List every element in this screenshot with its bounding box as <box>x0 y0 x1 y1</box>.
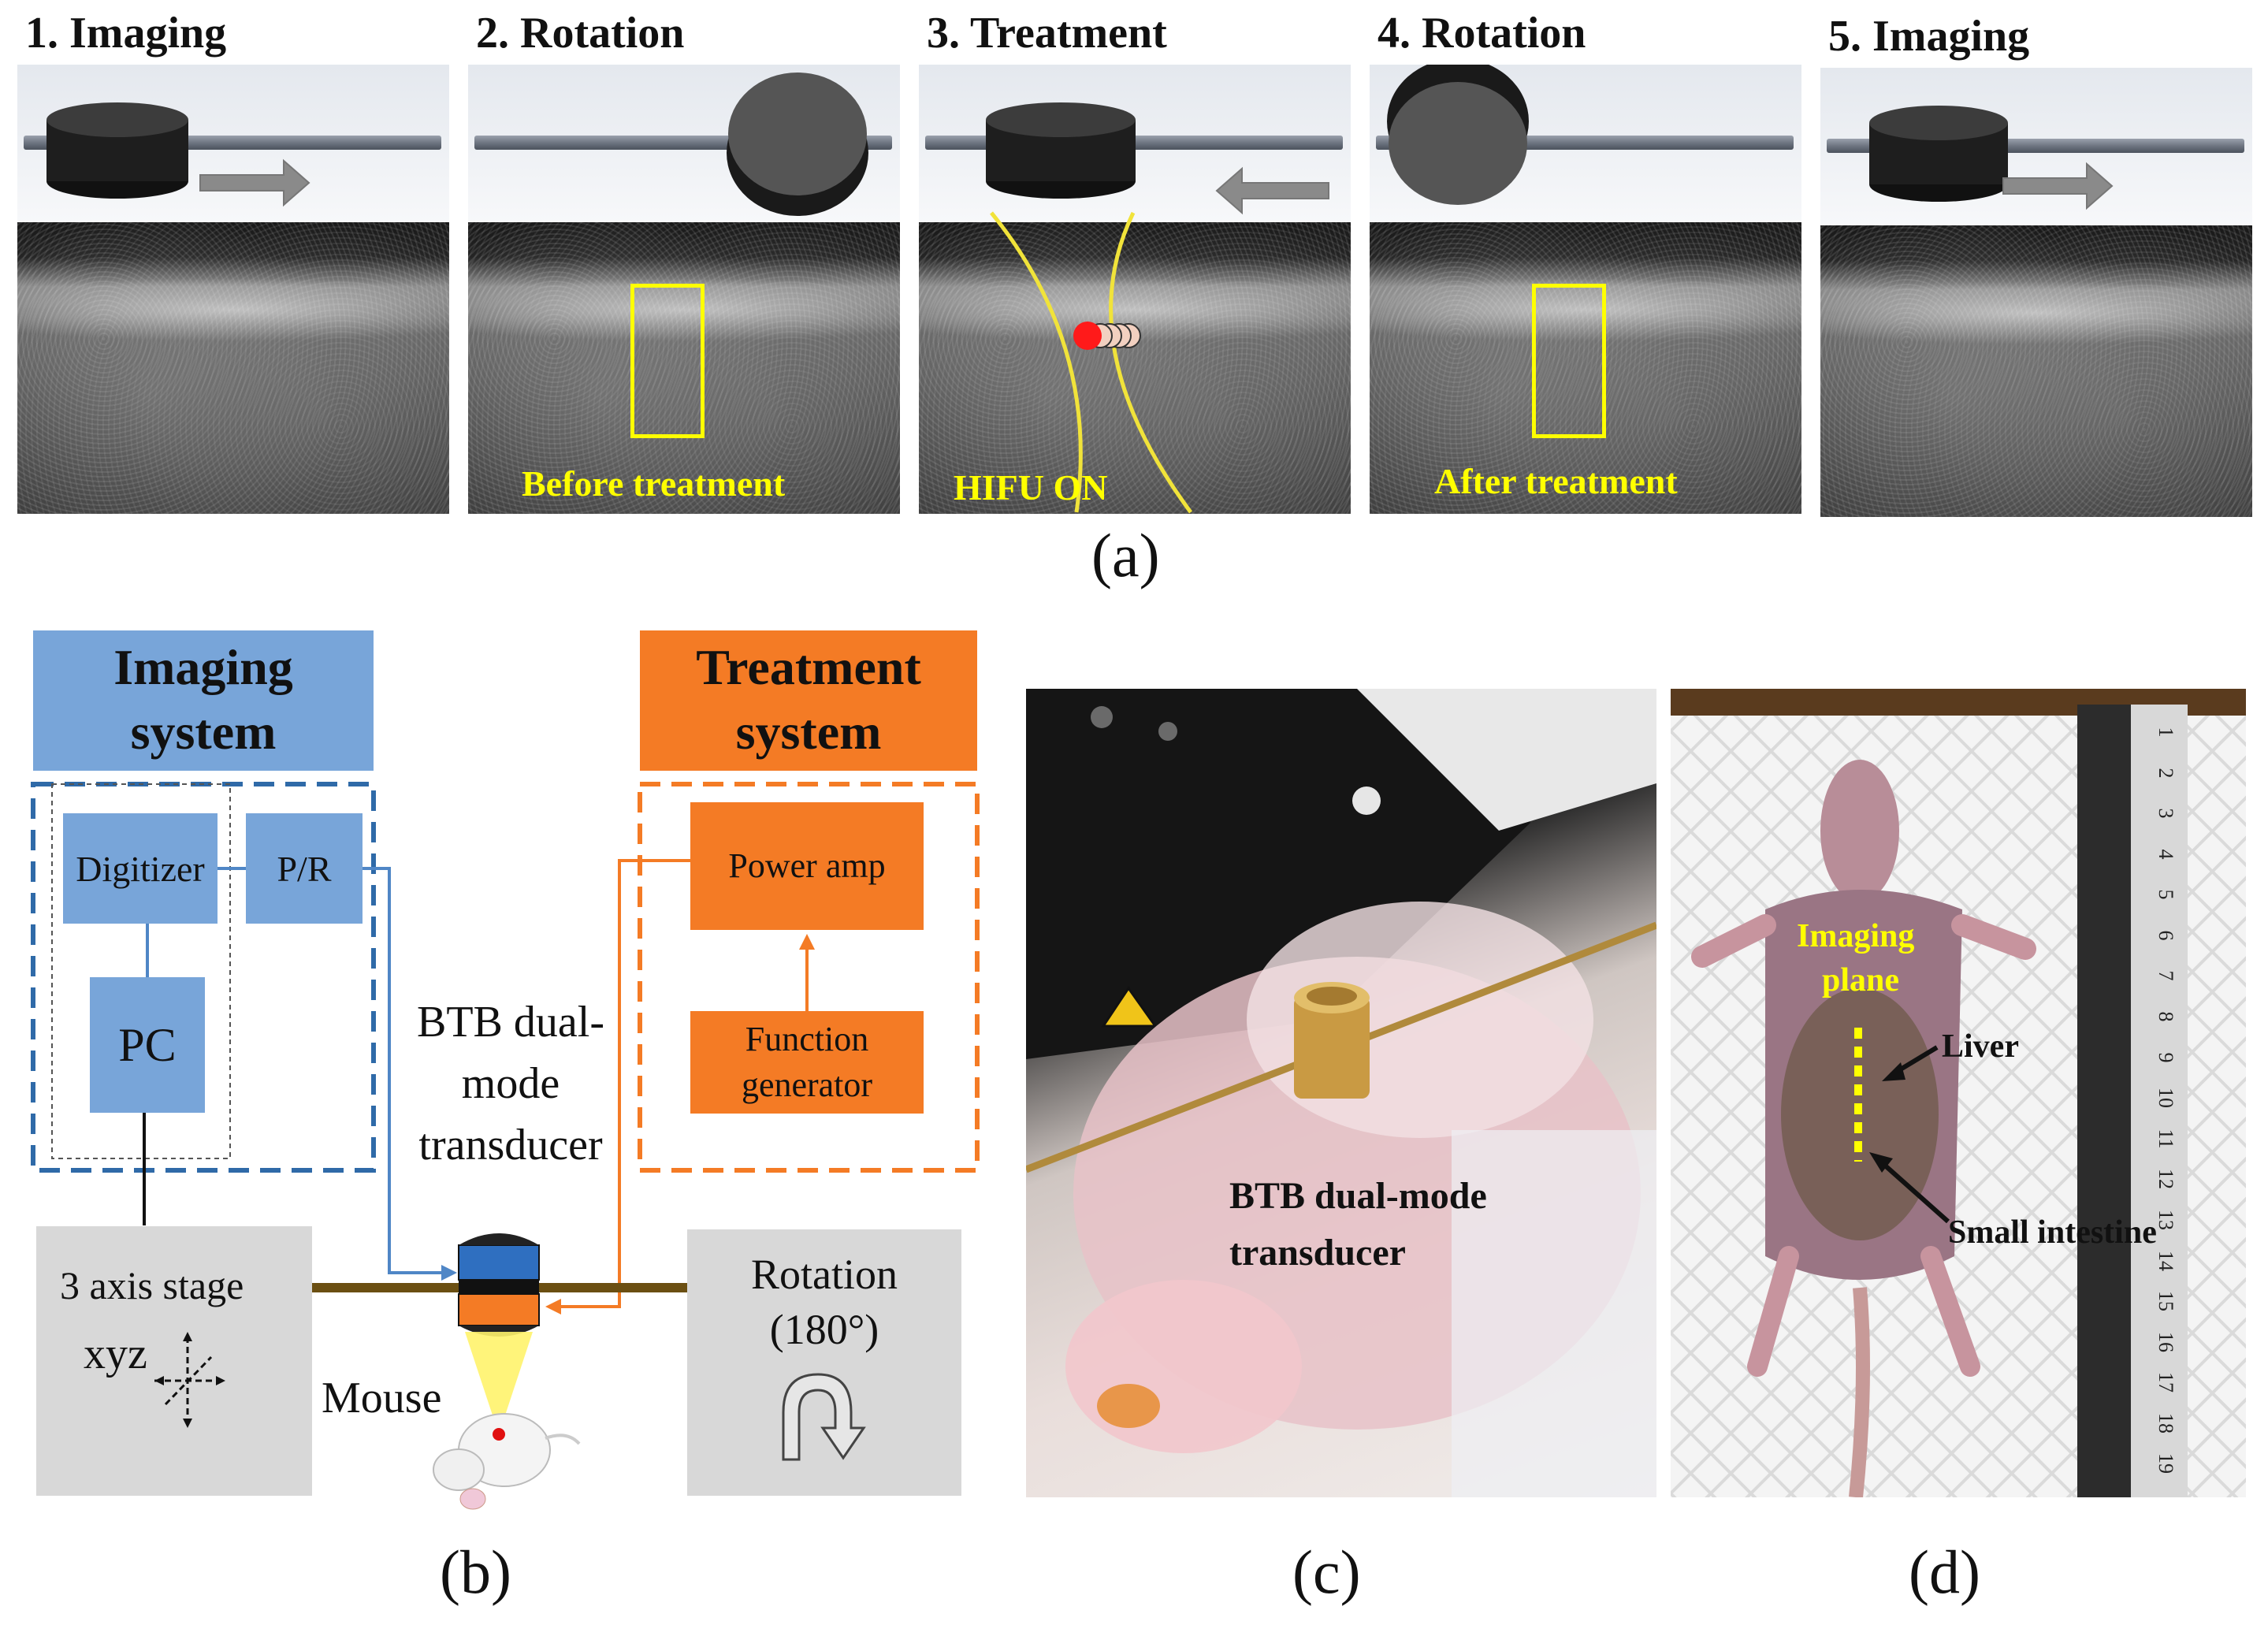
digitizer-box: Digitizer <box>63 813 218 924</box>
cad-render <box>1370 65 1801 222</box>
panel-a-label: (a) <box>1091 521 1160 589</box>
step-5-panel <box>1820 68 2252 517</box>
step-4-panel: After treatment <box>1370 65 1801 514</box>
imaging-plane-label-line2: plane <box>1822 962 1900 998</box>
ruler-mark: 9 <box>2155 1052 2177 1063</box>
step-3-title: 3. Treatment <box>927 9 1167 58</box>
rotation-angle-label: (180°) <box>769 1306 879 1353</box>
ruler-mark: 10 <box>2155 1088 2177 1109</box>
power-amp-box: Power amp <box>690 802 924 930</box>
xyz-axes-icon <box>154 1332 225 1428</box>
ruler-mark: 15 <box>2155 1291 2177 1312</box>
setup-photo-drawing <box>1026 689 1656 1497</box>
rotation-label: Rotation <box>751 1251 898 1298</box>
treatment-system-header: Treatment system <box>640 630 977 771</box>
liver-label: Liver <box>1942 1028 2019 1065</box>
cad-render <box>17 65 449 222</box>
ultrasound-image: HIFU ON <box>919 211 1351 514</box>
after-treatment-label: After treatment <box>1434 461 1678 501</box>
step-4-title: 4. Rotation <box>1378 9 1586 58</box>
cad-render <box>468 65 900 222</box>
imaging-system-title-line1: Imaging <box>113 639 293 695</box>
mouse-photo-drawing <box>1671 689 2246 1497</box>
panel-c-label: (c) <box>1292 1538 1361 1606</box>
transducer-disk-rotated-view <box>727 73 868 216</box>
ruler-mark: 6 <box>2155 930 2177 941</box>
step-3-panel: HIFU ON <box>919 65 1351 514</box>
pc-box: PC <box>90 977 205 1113</box>
imaging-system-header: Imaging system <box>33 630 374 771</box>
ultrasound-image <box>17 222 449 514</box>
small-intestine-label: Small intestine <box>1948 1214 2157 1251</box>
ruler-mark: 2 <box>2155 768 2177 779</box>
step-1-title: 1. Imaging <box>25 9 227 58</box>
function-generator-line2: generator <box>741 1065 873 1104</box>
roi-box <box>1532 284 1606 438</box>
ultrasound-image <box>1820 225 2252 517</box>
ultrasound-image: Before treatment <box>468 222 900 514</box>
experiment-setup-photo: BTB dual-mode transducer <box>1026 689 1656 1497</box>
transducer-disk-side-view <box>46 102 310 207</box>
ruler-mark: 19 <box>2155 1453 2177 1474</box>
transducer-label-line1: BTB dual- <box>417 998 604 1047</box>
treatment-system-title-line1: Treatment <box>696 639 921 695</box>
ruler-mark: 8 <box>2155 1011 2177 1022</box>
ruler-mark: 7 <box>2155 970 2177 981</box>
move-right-arrow <box>199 158 310 207</box>
step-2-panel: Before treatment <box>468 65 900 514</box>
move-left-arrow <box>1215 166 1329 215</box>
step-2-title: 2. Rotation <box>476 9 685 58</box>
stage-label: 3 axis stage <box>60 1263 244 1307</box>
transducer-photo-label-line1: BTB dual-mode <box>1229 1175 1487 1217</box>
imaging-plane-label-line1: Imaging <box>1797 918 1915 954</box>
ruler-mark: 18 <box>2155 1412 2177 1433</box>
hifu-on-label: HIFU ON <box>954 467 1108 508</box>
hifu-focus-overlay <box>990 211 1193 514</box>
step-1-panel <box>17 65 449 514</box>
ruler-mark: 1 <box>2155 727 2177 738</box>
transducer-label: BTB dual- mode transducer <box>392 991 629 1176</box>
rotation-box: Rotation (180°) <box>687 1229 961 1496</box>
transducer-label-line2: mode <box>461 1059 560 1108</box>
transducer-disk-side-view <box>986 102 1329 215</box>
ruler-mark: 13 <box>2155 1209 2177 1230</box>
ruler-mark: 4 <box>2155 849 2177 860</box>
transducer-disk-side-view <box>1869 106 2114 210</box>
pulser-receiver-box: P/R <box>246 813 363 924</box>
transducer-photo-label-line2: transducer <box>1229 1232 1406 1274</box>
transducer-label-line3: transducer <box>418 1121 603 1169</box>
roi-box <box>630 284 705 438</box>
mouse-label: Mouse <box>322 1374 442 1422</box>
ultrasound-image: After treatment <box>1370 222 1801 514</box>
three-axis-stage-box: 3 axis stage xyz <box>36 1226 312 1496</box>
move-right-arrow <box>2002 162 2114 210</box>
panel-b-label: (b) <box>440 1538 511 1606</box>
before-treatment-label: Before treatment <box>522 463 786 504</box>
system-diagram-lines <box>31 782 980 1510</box>
xyz-label: xyz <box>84 1329 147 1378</box>
panel-d-label: (d) <box>1909 1538 1980 1606</box>
cad-render <box>919 65 1351 222</box>
ruler-mark: 12 <box>2155 1169 2177 1190</box>
ruler-mark: 5 <box>2155 889 2177 900</box>
ruler-mark: 3 <box>2155 808 2177 819</box>
ruler-mark: 17 <box>2155 1372 2177 1393</box>
ruler-mark: 16 <box>2155 1331 2177 1352</box>
function-generator-box: Function generator <box>690 1011 924 1114</box>
step-5-title: 5. Imaging <box>1828 12 2030 61</box>
imaging-system-title-line2: system <box>130 704 277 760</box>
transducer-disk-rotated-view <box>1387 65 1529 205</box>
rotation-arrow-icon <box>782 1373 866 1461</box>
ruler-mark: 14 <box>2155 1250 2177 1271</box>
cad-render <box>1820 68 2252 225</box>
treatment-system-title-line2: system <box>735 704 882 760</box>
function-generator-line1: Function <box>745 1020 869 1058</box>
ruler-mark: 11 <box>2155 1129 2177 1149</box>
